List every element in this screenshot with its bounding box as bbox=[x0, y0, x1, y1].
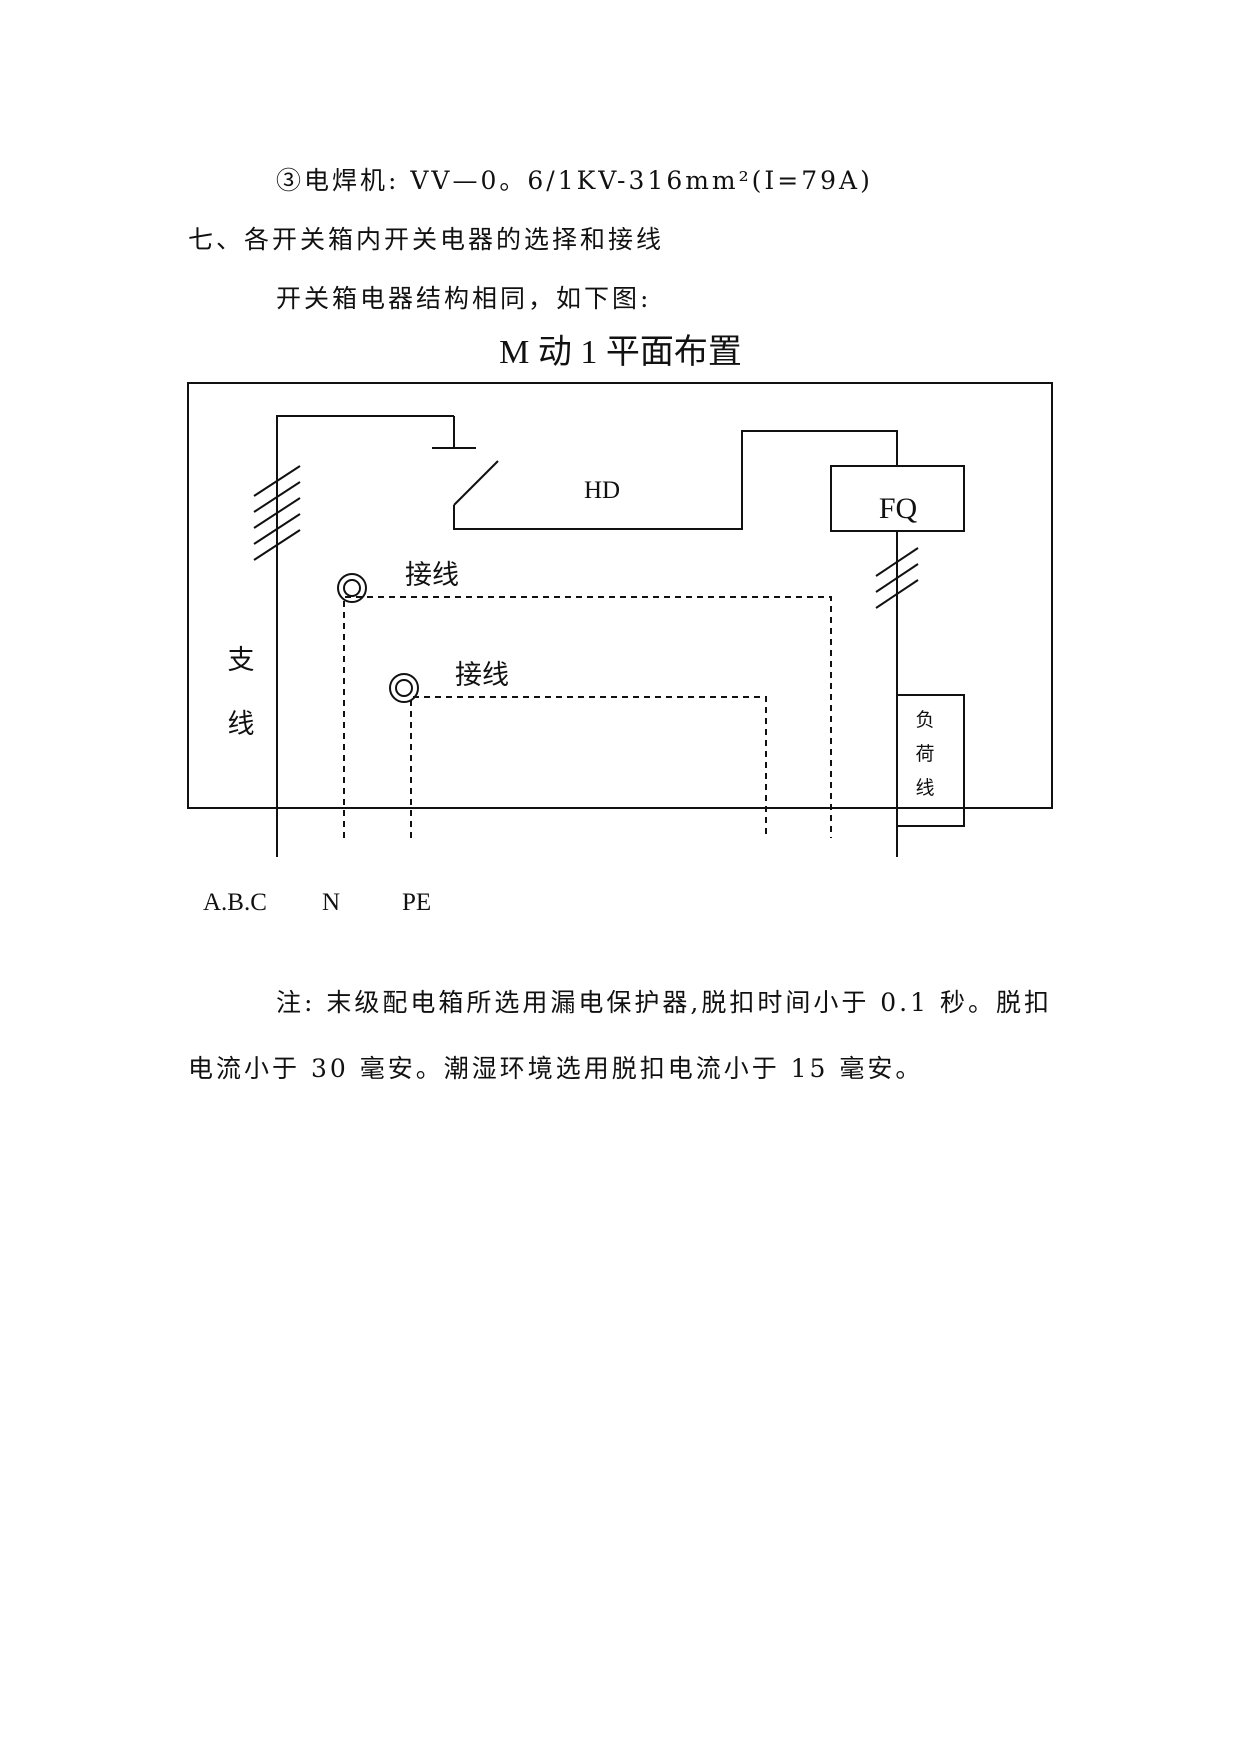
terminal-label-n: N bbox=[322, 889, 340, 916]
welder-cable-spec: ③电焊机: VV—0。6/1KV-316mm²(I=79A) bbox=[276, 166, 873, 195]
load-label-char-1: 负 bbox=[915, 709, 934, 731]
terminal-label-pe: PE bbox=[402, 889, 431, 916]
load-label-char-3: 线 bbox=[915, 777, 934, 799]
branch-label-char-1: 支 bbox=[228, 645, 255, 676]
intro-text: 开关箱电器结构相同，如下图: bbox=[276, 284, 652, 313]
n-wire-dashed bbox=[343, 596, 832, 838]
branch-label-char-2: 线 bbox=[228, 709, 255, 740]
pe-wire-dashed bbox=[410, 696, 767, 838]
branch-hatch-marks bbox=[253, 465, 301, 561]
load-label-char-2: 荷 bbox=[915, 743, 934, 765]
wiring-label-n: 接线 bbox=[405, 560, 459, 591]
note-line-2: 电流小于 30 毫安。潮湿环境选用脱扣电流小于 15 毫安。 bbox=[188, 1054, 924, 1083]
note-line-1: 注: 末级配电箱所选用漏电保护器,脱扣时间小于 0.1 秒。脱扣 bbox=[276, 988, 1052, 1017]
n-terminal-symbol bbox=[337, 573, 367, 603]
pe-terminal-symbol bbox=[389, 673, 419, 703]
branch-line bbox=[276, 415, 454, 857]
hd-label: HD bbox=[584, 477, 620, 504]
fq-label: FQ bbox=[879, 492, 918, 525]
output-hatch-marks bbox=[875, 547, 919, 609]
diagram-title: M 动 1 平面布置 bbox=[499, 334, 742, 371]
switch-blade bbox=[453, 460, 499, 506]
enclosure-box bbox=[187, 382, 1053, 809]
hd-wire bbox=[453, 430, 898, 530]
load-line-box bbox=[896, 694, 965, 827]
terminal-label-abc: A.B.C bbox=[203, 889, 267, 916]
wiring-label-pe: 接线 bbox=[455, 660, 509, 691]
section-heading: 七、各开关箱内开关电器的选择和接线 bbox=[188, 225, 665, 254]
